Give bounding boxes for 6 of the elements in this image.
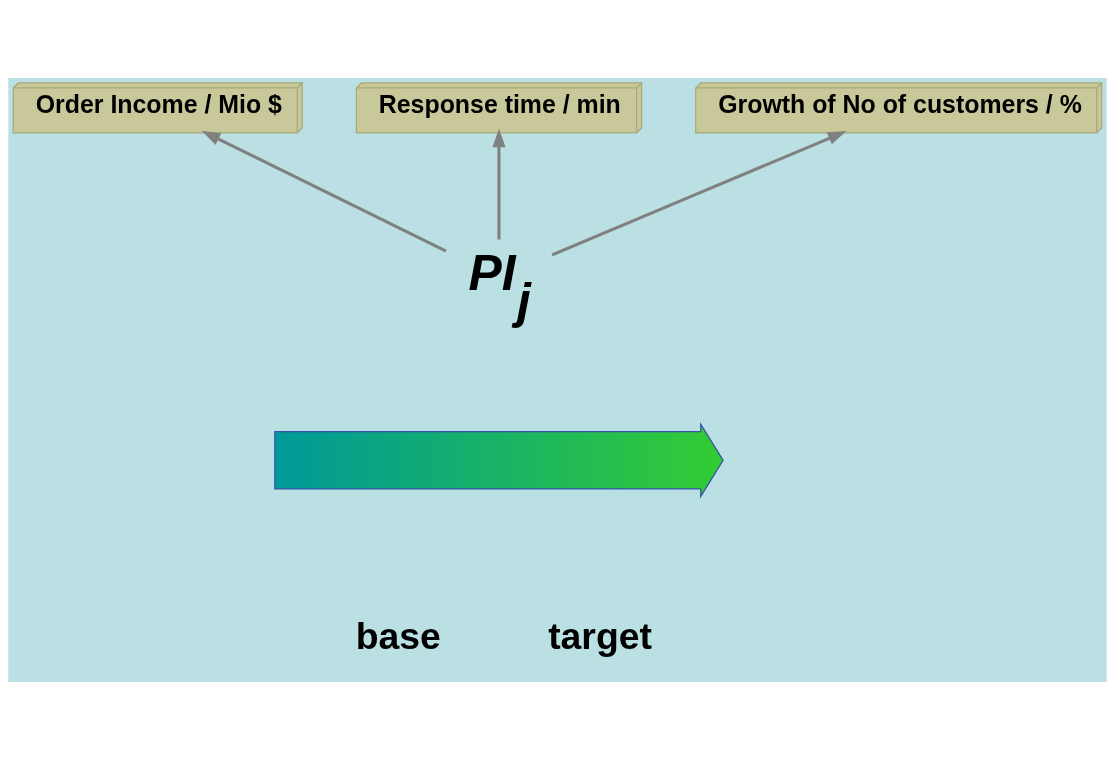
arrow bbox=[551, 131, 847, 257]
arrow bbox=[492, 128, 506, 240]
node-arrow bbox=[274, 422, 724, 499]
arrow bbox=[201, 130, 447, 253]
node-label: base bbox=[355, 615, 441, 657]
node-label: target bbox=[548, 615, 652, 657]
